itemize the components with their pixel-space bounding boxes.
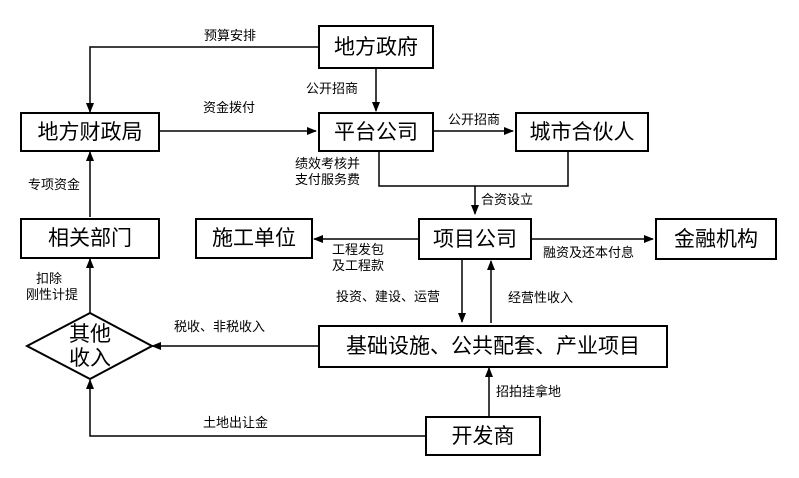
label-financing: 融资及还本付息 — [543, 246, 635, 261]
other-income-line2: 收入 — [69, 346, 111, 370]
node-project-company: 项目公司 — [418, 218, 532, 260]
other-income-line1: 其他 — [69, 322, 111, 346]
label-contract: 工程发包 及工程款 — [332, 243, 384, 275]
node-related-departments: 相关部门 — [20, 218, 160, 259]
label-deduct-line2: 刚性计提 — [26, 288, 79, 303]
label-contract-line1: 工程发包 — [332, 243, 385, 258]
label-deduct: 扣除 刚性计提 — [26, 272, 78, 304]
label-tender-platform: 公开招商 — [448, 113, 501, 128]
node-developer: 开发商 — [425, 416, 541, 456]
edge-platform-jv — [378, 151, 475, 187]
label-bid: 招拍挂拿地 — [496, 385, 562, 400]
label-funding: 资金拨付 — [203, 101, 256, 116]
label-tax: 税收、非税收入 — [174, 320, 266, 335]
other-income-diamond — [24, 311, 155, 381]
node-finance-bureau: 地方财政局 — [20, 112, 160, 152]
node-infrastructure: 基础设施、公共配套、产业项目 — [318, 325, 668, 368]
edge-partner-jv — [475, 151, 569, 187]
node-local-government: 地方政府 — [318, 25, 434, 69]
node-other-income: 其他 收入 — [40, 322, 140, 370]
label-performance-line2: 支付服务费 — [295, 173, 361, 188]
label-special-funds: 专项资金 — [28, 178, 81, 193]
label-performance-line1: 绩效考核并 — [295, 157, 361, 172]
label-land-fee: 土地出让金 — [203, 416, 269, 431]
label-deduct-line1: 扣除 — [36, 272, 63, 287]
label-budget: 预算安排 — [204, 29, 257, 44]
label-performance: 绩效考核并 支付服务费 — [295, 157, 360, 189]
node-construction-unit: 施工单位 — [195, 218, 313, 259]
node-financial-institution: 金融机构 — [655, 218, 777, 260]
node-city-partner: 城市合伙人 — [515, 112, 649, 152]
edge-budget — [86, 46, 318, 113]
label-operating-income: 经营性收入 — [508, 291, 574, 306]
label-tender-gov: 公开招商 — [306, 82, 359, 97]
label-contract-line2: 及工程款 — [332, 259, 385, 274]
edge-land-fee — [86, 379, 425, 437]
label-joint-venture: 合资设立 — [481, 193, 534, 208]
label-invest: 投资、建设、运营 — [336, 290, 441, 305]
node-platform-company: 平台公司 — [318, 112, 434, 152]
